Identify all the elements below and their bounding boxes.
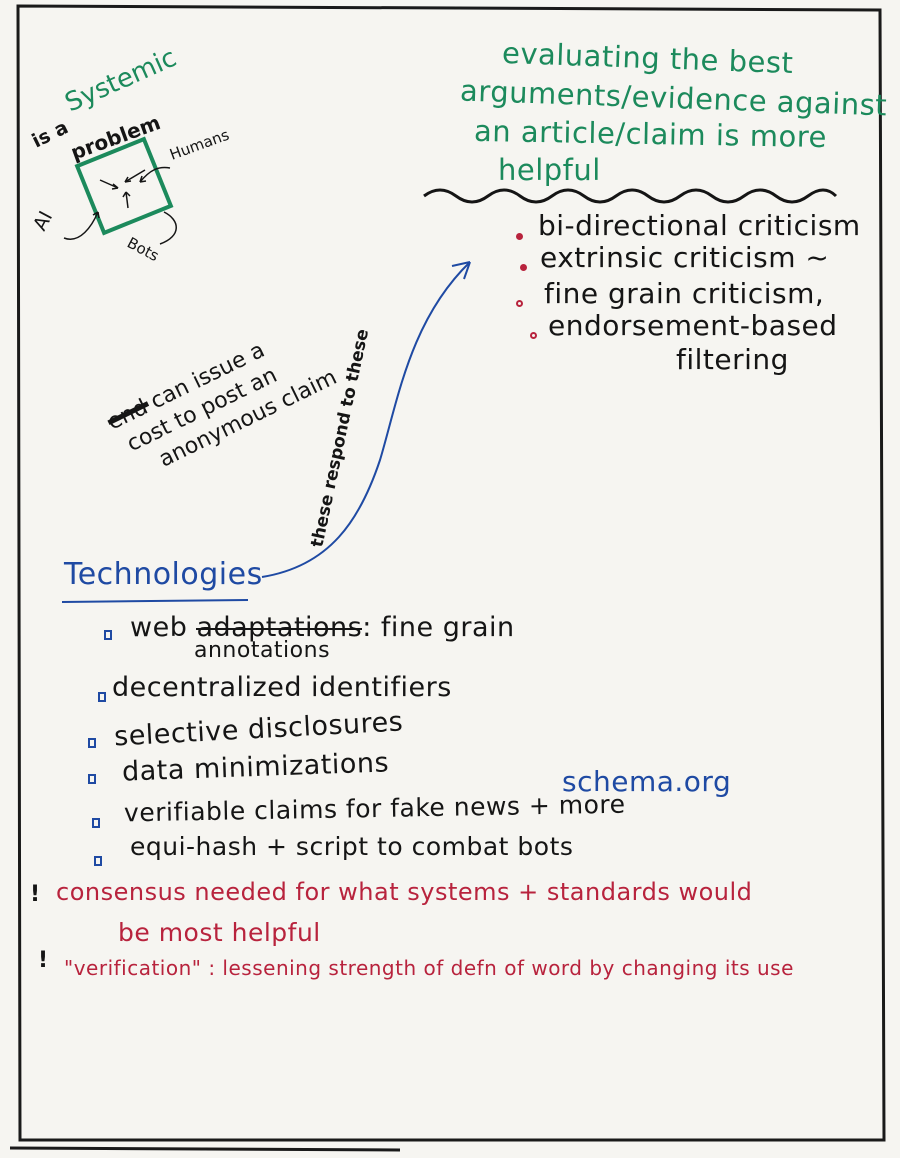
tech-item-web: web adaptations: fine grain: [130, 614, 515, 641]
bots-arrow: [159, 211, 177, 245]
criticism-item-2: extrinsic criticism ~: [540, 241, 830, 274]
ai-label: AI: [29, 208, 57, 235]
inner-arrow-ai: [99, 179, 119, 189]
criticism-bullet-4: [530, 332, 537, 339]
criticism-bullet-1: [516, 233, 523, 240]
tech-item-decentralized: decentralized identifiers: [112, 672, 452, 703]
humans-label: Humans: [167, 126, 232, 164]
consensus-mark: !: [30, 882, 41, 907]
systemic-prefix: is a: [29, 116, 72, 152]
criticism-item-3: fine grain criticism,: [544, 277, 825, 310]
evaluating-line-3: an article/claim is more: [473, 113, 828, 155]
wavy-underline: [423, 188, 838, 204]
criticism-bullet-3: [516, 300, 523, 307]
tech-web-struck: adaptations: [196, 612, 363, 643]
verification-mark: !: [38, 948, 49, 973]
bots-label: Bots: [124, 234, 162, 266]
ai-arrow: [63, 211, 99, 240]
technologies-underline: [61, 599, 249, 603]
technologies-heading: Technologies: [64, 557, 263, 592]
tech-bullet-4: [88, 774, 96, 784]
note-consensus-line-1: consensus needed for what systems + stan…: [56, 878, 753, 906]
tech-bullet-6: [94, 856, 102, 866]
humans-arrow: [139, 166, 171, 183]
arrow-label: these respond to these: [307, 327, 373, 549]
criticism-item-1: bi-directional criticism: [538, 209, 861, 242]
systemic-word: Systemic: [61, 43, 181, 119]
inner-arrow-humans: [124, 169, 146, 183]
criticism-bullet-2: [520, 264, 527, 271]
note-consensus-line-2: be most helpful: [118, 918, 321, 947]
note-verification: "verification" : lessening strength of d…: [64, 956, 794, 980]
systemic-square: [74, 136, 174, 236]
bottom-paper-edge: [9, 1146, 401, 1152]
tech-item-equihash: equi-hash + script to combat bots: [130, 832, 574, 861]
tech-bullet-5: [92, 818, 100, 828]
inner-arrow-bots: [125, 191, 129, 209]
schema-link: schema.org: [562, 765, 732, 798]
respond-arrow: [261, 261, 471, 578]
tech-web-suffix: : fine grain: [362, 612, 515, 643]
tech-bullet-1: [104, 630, 112, 640]
tech-web-prefix: web: [130, 612, 188, 643]
evaluating-line-4: helpful: [498, 153, 601, 187]
tech-bullet-2: [98, 692, 106, 702]
tech-web-correction: annotations: [194, 638, 331, 663]
page-border: [16, 4, 886, 1142]
claim-note: end can issue a cost to post an anonymou…: [104, 338, 341, 473]
tech-bullet-3: [88, 738, 96, 748]
criticism-item-5: filtering: [676, 343, 789, 376]
criticism-item-4: endorsement-based: [548, 309, 838, 342]
